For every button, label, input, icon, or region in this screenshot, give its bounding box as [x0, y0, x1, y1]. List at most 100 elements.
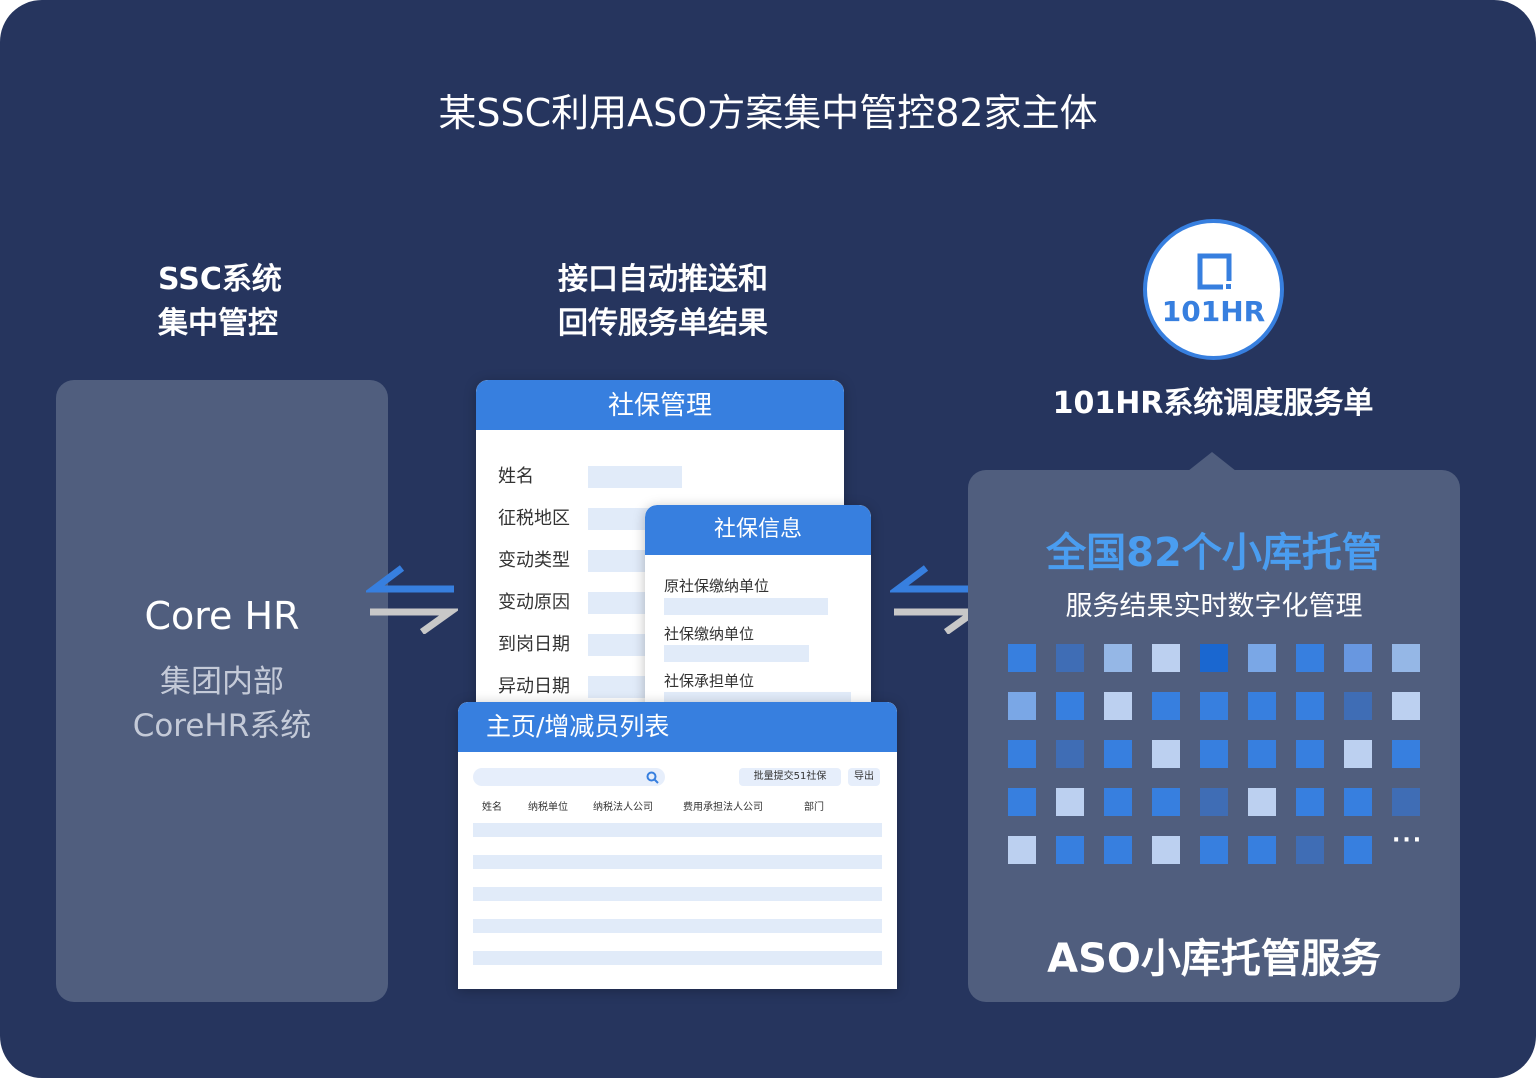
warehouse-square [1344, 692, 1372, 720]
table-row[interactable] [473, 887, 882, 901]
field-label: 征税地区 [498, 508, 570, 529]
field-label: 变动类型 [498, 550, 570, 571]
warehouse-square [1344, 644, 1372, 672]
logo-text: 101HR [1161, 295, 1266, 328]
caption-line: SSC系统 [158, 262, 282, 297]
table-row[interactable] [473, 919, 882, 933]
warehouse-square [1008, 692, 1036, 720]
column-header: 纳税单位 [528, 802, 568, 813]
warehouse-square [1296, 740, 1324, 768]
ssc-caption: SSC系统 集中管控 [158, 258, 282, 346]
column-header: 姓名 [482, 802, 502, 813]
warehouse-square [1392, 788, 1420, 816]
warehouse-square [1248, 644, 1276, 672]
form-header: 主页/增减员列表 [458, 702, 897, 752]
caption-line: 回传服务单结果 [558, 306, 768, 341]
warehouse-square [1008, 836, 1036, 864]
caption-line: 集中管控 [158, 306, 278, 341]
warehouse-square [1152, 644, 1180, 672]
warehouse-square [1344, 836, 1372, 864]
warehouse-square [1200, 692, 1228, 720]
original-unit-input[interactable] [664, 598, 828, 615]
table-row[interactable] [473, 823, 882, 837]
subtitle-line: CoreHR系统 [132, 708, 312, 744]
warehouse-square [1056, 836, 1084, 864]
warehouse-square [1344, 788, 1372, 816]
export-button[interactable]: 导出 [848, 768, 880, 786]
field-label: 变动原因 [498, 592, 570, 613]
warehouse-square [1296, 692, 1324, 720]
warehouse-square [1056, 644, 1084, 672]
aso-headline: 全国82个小库托管 [1046, 530, 1382, 576]
warehouse-square [1104, 644, 1132, 672]
aso-panel: 全国82个小库托管 服务结果实时数字化管理 ··· ASO小库托管服务 [968, 470, 1460, 1002]
column-header: 部门 [804, 802, 824, 813]
warehouse-square [1296, 644, 1324, 672]
warehouse-square [1056, 740, 1084, 768]
table-row[interactable] [473, 951, 882, 965]
core-hr-title: Core HR [144, 594, 300, 638]
core-hr-panel: Core HR 集团内部 CoreHR系统 [56, 380, 388, 1002]
caption-line: 接口自动推送和 [558, 262, 768, 297]
warehouse-square [1104, 788, 1132, 816]
name-input[interactable] [588, 466, 682, 488]
batch-submit-button[interactable]: 批量提交51社保 [739, 768, 841, 786]
field-label: 姓名 [498, 466, 534, 487]
column-header: 纳税法人公司 [593, 802, 653, 813]
field-label: 异动日期 [498, 676, 570, 697]
column-header: 费用承担法人公司 [683, 802, 763, 813]
aso-footer: ASO小库托管服务 [1047, 936, 1381, 982]
warehouse-square [1200, 740, 1228, 768]
field-label: 原社保缴纳单位 [664, 577, 770, 595]
warehouse-square [1392, 644, 1420, 672]
warehouse-square [1104, 836, 1132, 864]
warehouse-square [1008, 740, 1036, 768]
form-header: 社保信息 [645, 505, 871, 555]
warehouse-square [1248, 836, 1276, 864]
field-label: 社保缴纳单位 [664, 625, 755, 643]
warehouse-grid [1008, 644, 1428, 864]
warehouse-square [1152, 740, 1180, 768]
warehouse-square [1200, 644, 1228, 672]
warehouse-square [1056, 692, 1084, 720]
member-list-form: 主页/增减员列表 批量提交51社保 导出 姓名 纳税单位 纳税法人公司 费用承担… [458, 702, 897, 989]
warehouse-square [1104, 740, 1132, 768]
sync-arrows-icon [366, 565, 458, 634]
warehouse-square [1056, 788, 1084, 816]
core-hr-subtitle: 集团内部 CoreHR系统 [56, 660, 388, 748]
warehouse-square [1248, 788, 1276, 816]
form-header: 社保管理 [476, 380, 844, 430]
search-input[interactable] [473, 768, 665, 786]
table-row[interactable] [473, 855, 882, 869]
warehouse-square [1344, 740, 1372, 768]
warehouse-square [1248, 740, 1276, 768]
payment-unit-input[interactable] [664, 645, 809, 662]
warehouse-square [1200, 788, 1228, 816]
warehouse-square [1104, 692, 1132, 720]
subtitle-line: 集团内部 [160, 664, 284, 700]
bearing-unit-input[interactable] [664, 692, 851, 705]
101hr-caption: 101HR系统调度服务单 [1052, 386, 1374, 421]
warehouse-square [1152, 788, 1180, 816]
field-label: 社保承担单位 [664, 672, 755, 690]
logo-mark-icon [1197, 253, 1232, 290]
warehouse-square [1200, 836, 1228, 864]
search-icon [646, 771, 659, 784]
warehouse-square [1392, 740, 1420, 768]
more-indicator: ··· [1392, 828, 1424, 853]
field-label: 到岗日期 [498, 634, 570, 655]
page-title: 某SSC利用ASO方案集中管控82家主体 [438, 91, 1098, 135]
warehouse-square [1152, 836, 1180, 864]
warehouse-square [1296, 788, 1324, 816]
warehouse-square [1008, 788, 1036, 816]
101hr-logo: 101HR [1143, 219, 1284, 360]
warehouse-square [1152, 692, 1180, 720]
warehouse-square [1392, 692, 1420, 720]
pointer-triangle [1188, 452, 1236, 471]
interface-caption: 接口自动推送和 回传服务单结果 [558, 258, 768, 346]
warehouse-square [1248, 692, 1276, 720]
warehouse-square [1008, 644, 1036, 672]
warehouse-square [1296, 836, 1324, 864]
social-security-info-form: 社保信息 原社保缴纳单位 社保缴纳单位 社保承担单位 [645, 505, 871, 705]
aso-subline: 服务结果实时数字化管理 [1065, 591, 1363, 622]
